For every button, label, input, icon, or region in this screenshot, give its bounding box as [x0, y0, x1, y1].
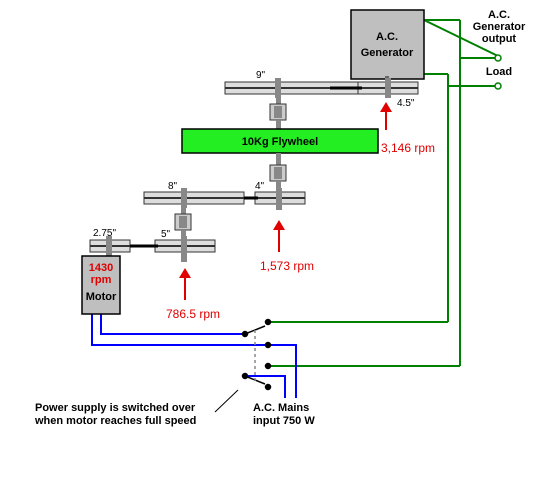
mains-wire-outer	[91, 314, 297, 398]
note-pointer	[214, 389, 239, 413]
pulley-8in-label: 8"	[168, 181, 178, 192]
shaft-middle	[181, 188, 187, 208]
generator-label-1: A.C.	[376, 31, 398, 43]
coupling-middle	[269, 153, 287, 191]
switch-note-2: when motor reaches full speed	[34, 415, 196, 427]
pulley-2-75in-label: 2.75"	[93, 228, 116, 239]
changeover-switch	[241, 318, 272, 391]
output-wire-1	[423, 19, 501, 58]
switch-contact-4	[264, 383, 272, 391]
load-terminal-bottom	[494, 82, 502, 90]
load-label: Load	[486, 66, 512, 78]
pulley-4in-label: 4"	[255, 181, 265, 192]
pulley-stage-top	[224, 76, 419, 98]
pulley-5in-label: 5"	[161, 229, 171, 240]
generator-box	[350, 9, 425, 80]
pulley-9in-label: 9"	[256, 70, 266, 81]
shaft-bottom	[181, 236, 187, 262]
speed-arrow-generator	[380, 102, 392, 130]
speed-generator: 3,146 rpm	[381, 141, 435, 155]
speed-intermediate: 1,573 rpm	[260, 259, 314, 273]
pulley-stage-bottom	[89, 236, 216, 262]
switch-pivot-1	[241, 330, 249, 338]
pulley-stage-middle	[143, 188, 306, 210]
pulley-4-5in-label: 4.5"	[397, 98, 415, 109]
mains-wiring	[91, 314, 297, 398]
output-wiring	[268, 19, 501, 367]
flywheel-label: 10Kg Flywheel	[242, 136, 318, 148]
output-label-3: output	[482, 33, 517, 45]
motor-rpm-value: 1430	[89, 262, 113, 274]
flywheel	[181, 128, 379, 154]
generator-label-2: Generator	[361, 47, 414, 59]
speed-motor-drive: 786.5 rpm	[166, 307, 220, 321]
switch-contact-1	[264, 318, 272, 326]
switch-contact-2	[264, 341, 272, 349]
speed-arrow-intermediate	[273, 220, 285, 252]
output-label-2: Generator	[473, 21, 526, 33]
load-terminal-top	[494, 54, 502, 62]
mains-label-2: input 750 W	[253, 415, 315, 427]
motor-label: Motor	[86, 291, 117, 303]
coupling-bottom	[174, 204, 192, 240]
switch-contact-3	[264, 362, 272, 370]
motor-box	[81, 255, 121, 315]
output-label-1: A.C.	[488, 9, 510, 21]
mains-label-1: A.C. Mains	[253, 402, 309, 414]
switch-pivot-2	[241, 372, 249, 380]
coupling-top	[269, 94, 287, 130]
mains-wire-inner	[245, 375, 286, 398]
speed-arrow-motor	[179, 268, 191, 300]
motor-wire-1	[100, 314, 245, 335]
shaft-top	[275, 78, 281, 98]
switch-note-1: Power supply is switched over	[35, 402, 196, 414]
motor-rpm-unit: rpm	[91, 274, 112, 286]
